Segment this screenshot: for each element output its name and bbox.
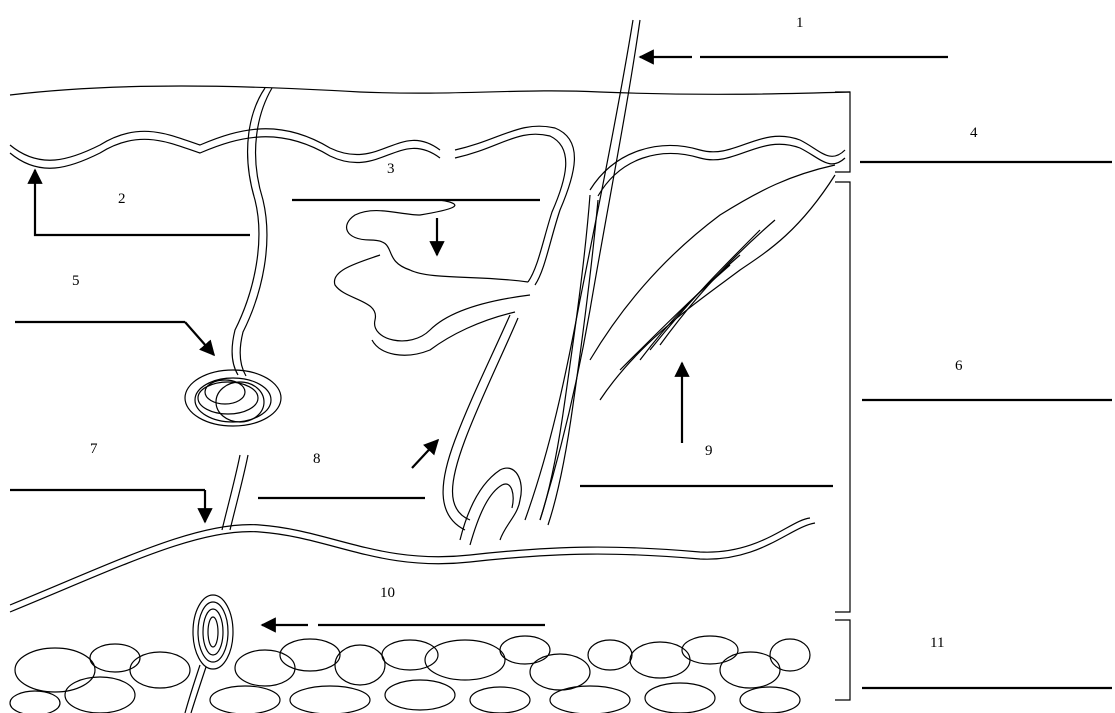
skin-surface [10, 86, 850, 95]
arrow-8 [412, 440, 438, 468]
skin-structure [10, 20, 850, 713]
label-7: 7 [90, 441, 98, 457]
label-11: 11 [930, 635, 944, 651]
label-5: 5 [72, 273, 80, 289]
label-8: 8 [313, 451, 321, 467]
arrow-5 [185, 322, 214, 355]
label-2: 2 [118, 191, 126, 207]
label-6: 6 [955, 358, 963, 374]
pacinian-corpuscle [185, 595, 233, 713]
label-9: 9 [705, 443, 713, 459]
layer-brackets [835, 92, 850, 700]
epidermis-basal-layer [10, 126, 845, 285]
label-10: 10 [380, 585, 395, 601]
label-4: 4 [970, 125, 978, 141]
hair-follicle [443, 195, 598, 545]
sweat-gland [185, 88, 281, 530]
adipose-tissue [10, 636, 810, 713]
dermis-boundary [10, 518, 815, 612]
label-leader-lines [10, 57, 1112, 688]
number-labels: 1 2 3 4 5 6 7 8 9 10 11 [72, 15, 978, 651]
answer-line-2 [35, 170, 250, 235]
label-3: 3 [387, 161, 395, 177]
arrector-pili-muscle [590, 165, 835, 400]
sebaceous-gland [334, 200, 530, 355]
label-1: 1 [796, 15, 804, 31]
